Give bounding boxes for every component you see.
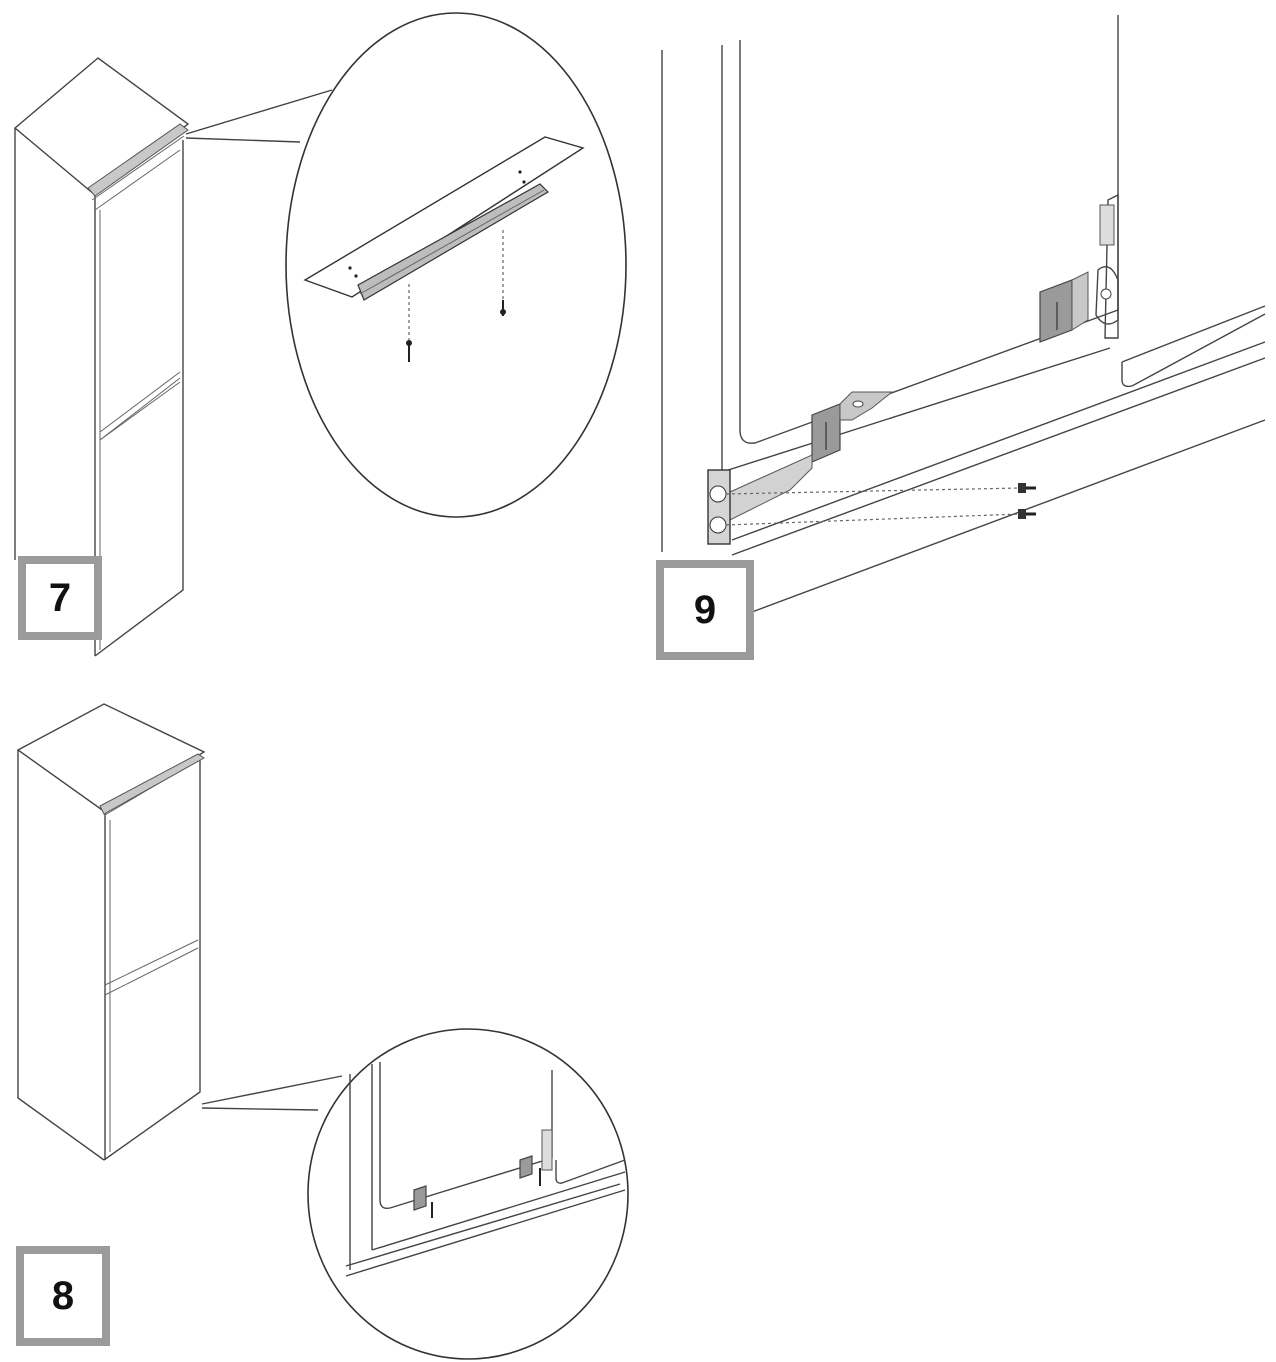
zoom-line [201,1075,343,1105]
screw-icon [406,340,412,362]
step-7-panel: 7 [0,0,640,680]
step-8-panel: 8 [0,690,640,1362]
trim-strip-detail [303,136,585,350]
base-detail [345,1062,626,1277]
cabinet-corner-9 [661,15,1266,613]
end-cap [707,469,731,545]
step-9-illustration [661,15,1266,613]
screw-icon [1018,509,1036,519]
screw-icon [500,300,506,316]
door-hinge [1095,193,1119,339]
step-number: 7 [48,575,72,620]
step-number: 9 [693,587,717,632]
zoom-line [185,137,301,143]
step-8-illustration [16,703,629,1360]
screw-guide-line [725,487,1021,495]
step-number: 8 [51,1273,75,1318]
zoom-line [201,1107,319,1111]
screw-icon [1018,483,1036,493]
zoom-line [185,89,333,135]
step-number-badge: 9 [656,560,754,660]
screw-guide-line [725,513,1021,526]
step-number-badge: 7 [18,556,102,640]
mounting-bracket [1039,271,1089,343]
detail-circle-8 [307,1028,629,1360]
fridge-cabinet-8 [16,703,206,1161]
step-number-badge: 8 [16,1246,110,1346]
step-9-panel: 9 [640,0,1276,680]
mounting-bracket [729,391,894,521]
step-7-illustration [13,12,627,657]
fridge-cabinet-7 [13,57,190,657]
